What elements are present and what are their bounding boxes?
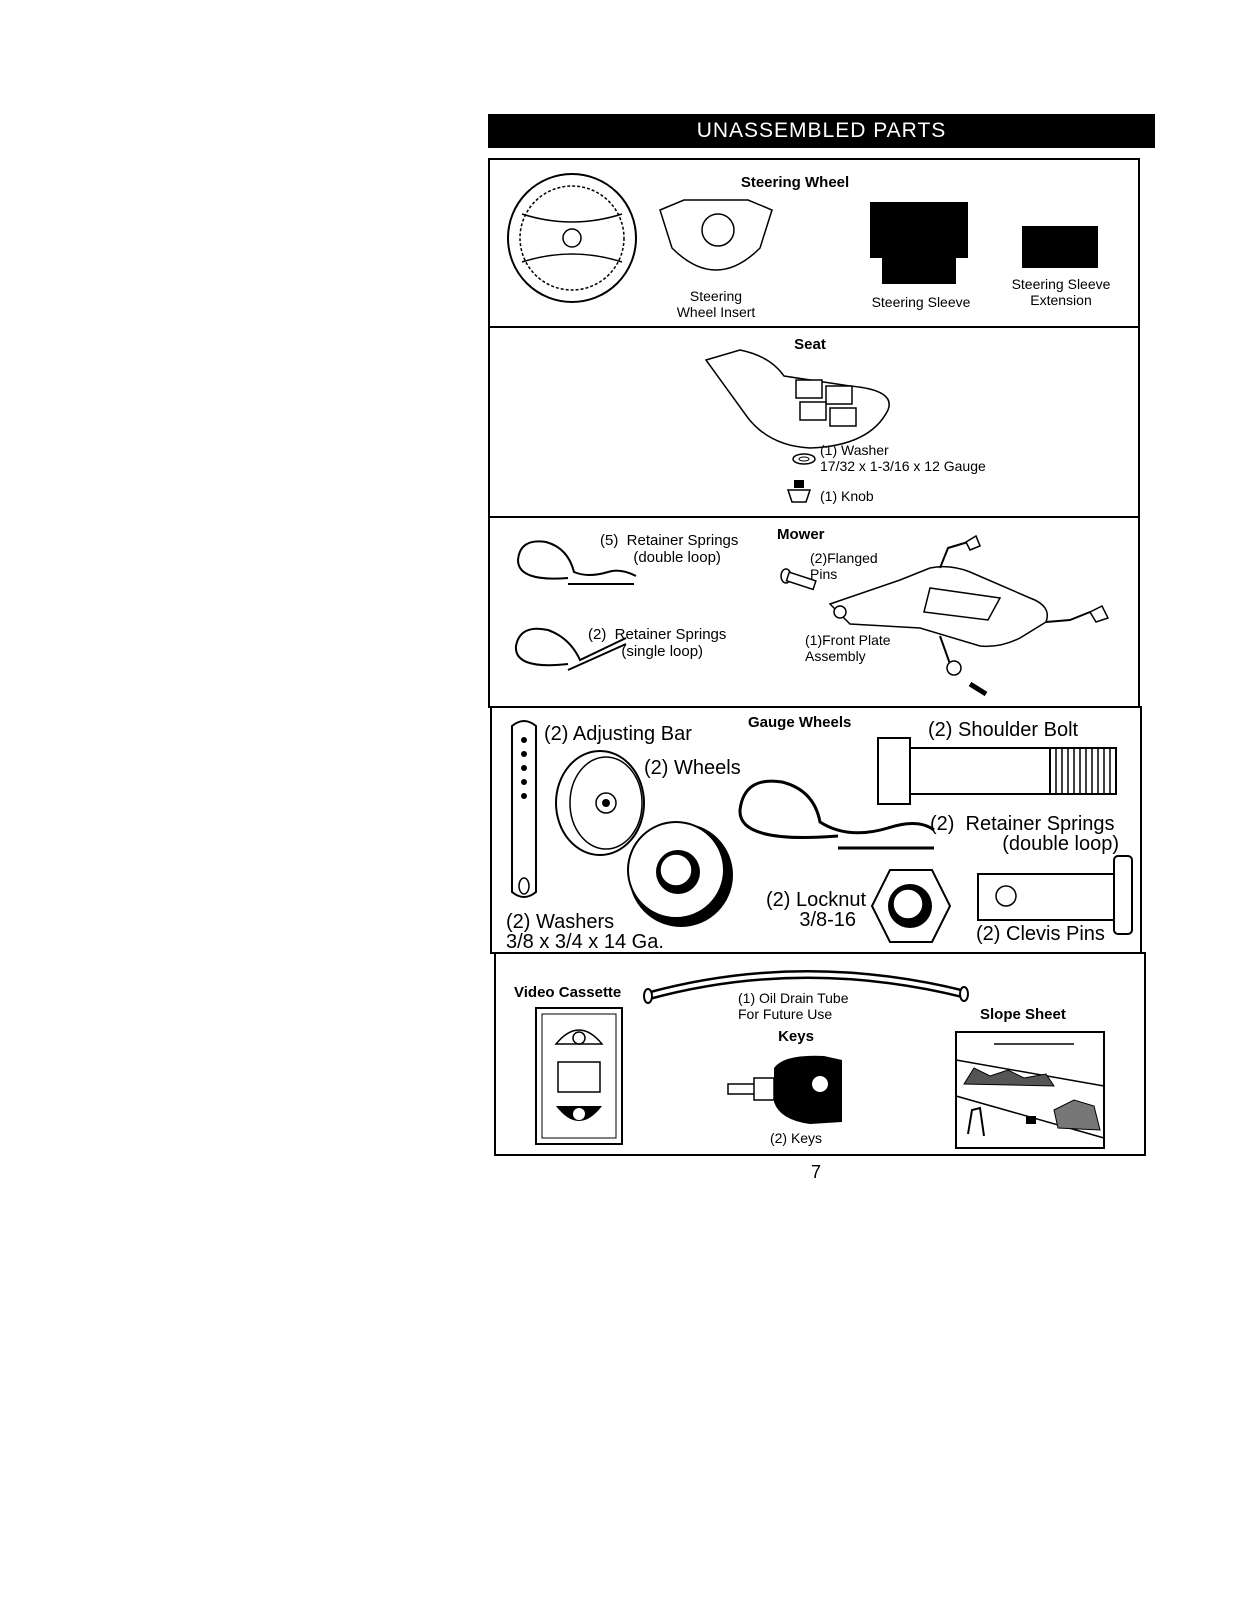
clevis-pin-image (977, 855, 1133, 935)
seat-washer-label: (1) Washer 17/32 x 1-3/16 x 12 Gauge (820, 442, 986, 474)
mower-front-plate-label: (1)Front Plate Assembly (805, 632, 891, 664)
retainer-spring-single-image (514, 627, 627, 671)
gauge-heading: Gauge Wheels (748, 714, 852, 731)
gauge-wheels-panel: (2) Adjusting Bar Gauge Wheels (2) Wheel… (490, 706, 1142, 954)
flanged-pin-icon (780, 568, 817, 591)
misc-panel: Video Cassette (1) Oil Drain Tube For Fu… (494, 952, 1146, 1156)
gauge-wheel-image (555, 750, 645, 856)
steering-heading: Steering Wheel (740, 174, 850, 191)
gauge-locknut-label: (2) Locknut 3/8-16 (766, 889, 867, 931)
locknut-image (870, 869, 952, 943)
keys-heading: Keys (778, 1028, 814, 1045)
steering-sleeve-extension-label: Steering Sleeve Extension (1011, 276, 1111, 308)
keys-label: (2) Keys (769, 1130, 823, 1146)
seat-knob-label: (1) Knob (820, 488, 874, 504)
washer-icon (792, 453, 816, 465)
video-cassette-image (535, 1007, 623, 1145)
mower-heading: Mower (777, 526, 825, 543)
mower-panel: (5) Retainer Springs (double loop) (2) R… (488, 516, 1140, 708)
video-cassette-label: Video Cassette (514, 984, 622, 1001)
page-number: 7 (810, 1162, 821, 1182)
gauge-shoulder-bolt-label: (2) Shoulder Bolt (928, 719, 1079, 741)
mower-springs-single-label: (2) Retainer Springs (single loop) (588, 626, 727, 660)
steering-sleeve-label: Steering Sleeve (871, 294, 971, 310)
mower-flanged-pins-label: (2)Flanged Pins (810, 550, 878, 582)
gauge-clevis-pins-label: (2) Clevis Pins (976, 923, 1105, 945)
gauge-retainer-spring-image (738, 779, 935, 850)
seat-panel: Seat (1) Washer 17/32 x 1-3/16 x 12 Gaug… (488, 326, 1140, 518)
seat-image (704, 349, 890, 449)
section-banner: UNASSEMBLED PARTS (488, 114, 1155, 148)
steering-sleeve-image (870, 202, 968, 284)
shoulder-bolt-image (877, 737, 1117, 805)
oil-tube-label: (1) Oil Drain Tube For Future Use (738, 990, 849, 1022)
gauge-retainer-springs-label: (2) Retainer Springs (double loop) (930, 813, 1119, 855)
steering-panel: Steering Wheel Insert Steering Wheel Ste… (488, 158, 1140, 328)
retainer-spring-double-image (516, 540, 637, 585)
gauge-washers-label: (2) Washers 3/8 x 3/4 x 14 Ga. (506, 911, 664, 953)
gauge-adjusting-bar-label: (2) Adjusting Bar (544, 723, 692, 745)
knob-icon (786, 480, 812, 503)
gauge-washer-image (627, 821, 733, 927)
slope-sheet-image (955, 1031, 1105, 1149)
steering-wheel-image (507, 173, 637, 303)
seat-heading: Seat (794, 336, 826, 353)
front-plate-assembly-image (828, 534, 1110, 697)
slope-sheet-label: Slope Sheet (980, 1006, 1066, 1023)
adjusting-bar-image (511, 720, 537, 898)
gauge-wheels-label: (2) Wheels (644, 757, 741, 779)
key-image (727, 1055, 842, 1124)
steering-sleeve-extension-image (1022, 226, 1098, 268)
oil-drain-tube-image (643, 970, 969, 1004)
mower-springs-double-label: (5) Retainer Springs (double loop) (600, 532, 739, 566)
steering-wheel-insert-label: Steering Wheel Insert (676, 288, 756, 320)
steering-wheel-insert-image (659, 199, 773, 271)
